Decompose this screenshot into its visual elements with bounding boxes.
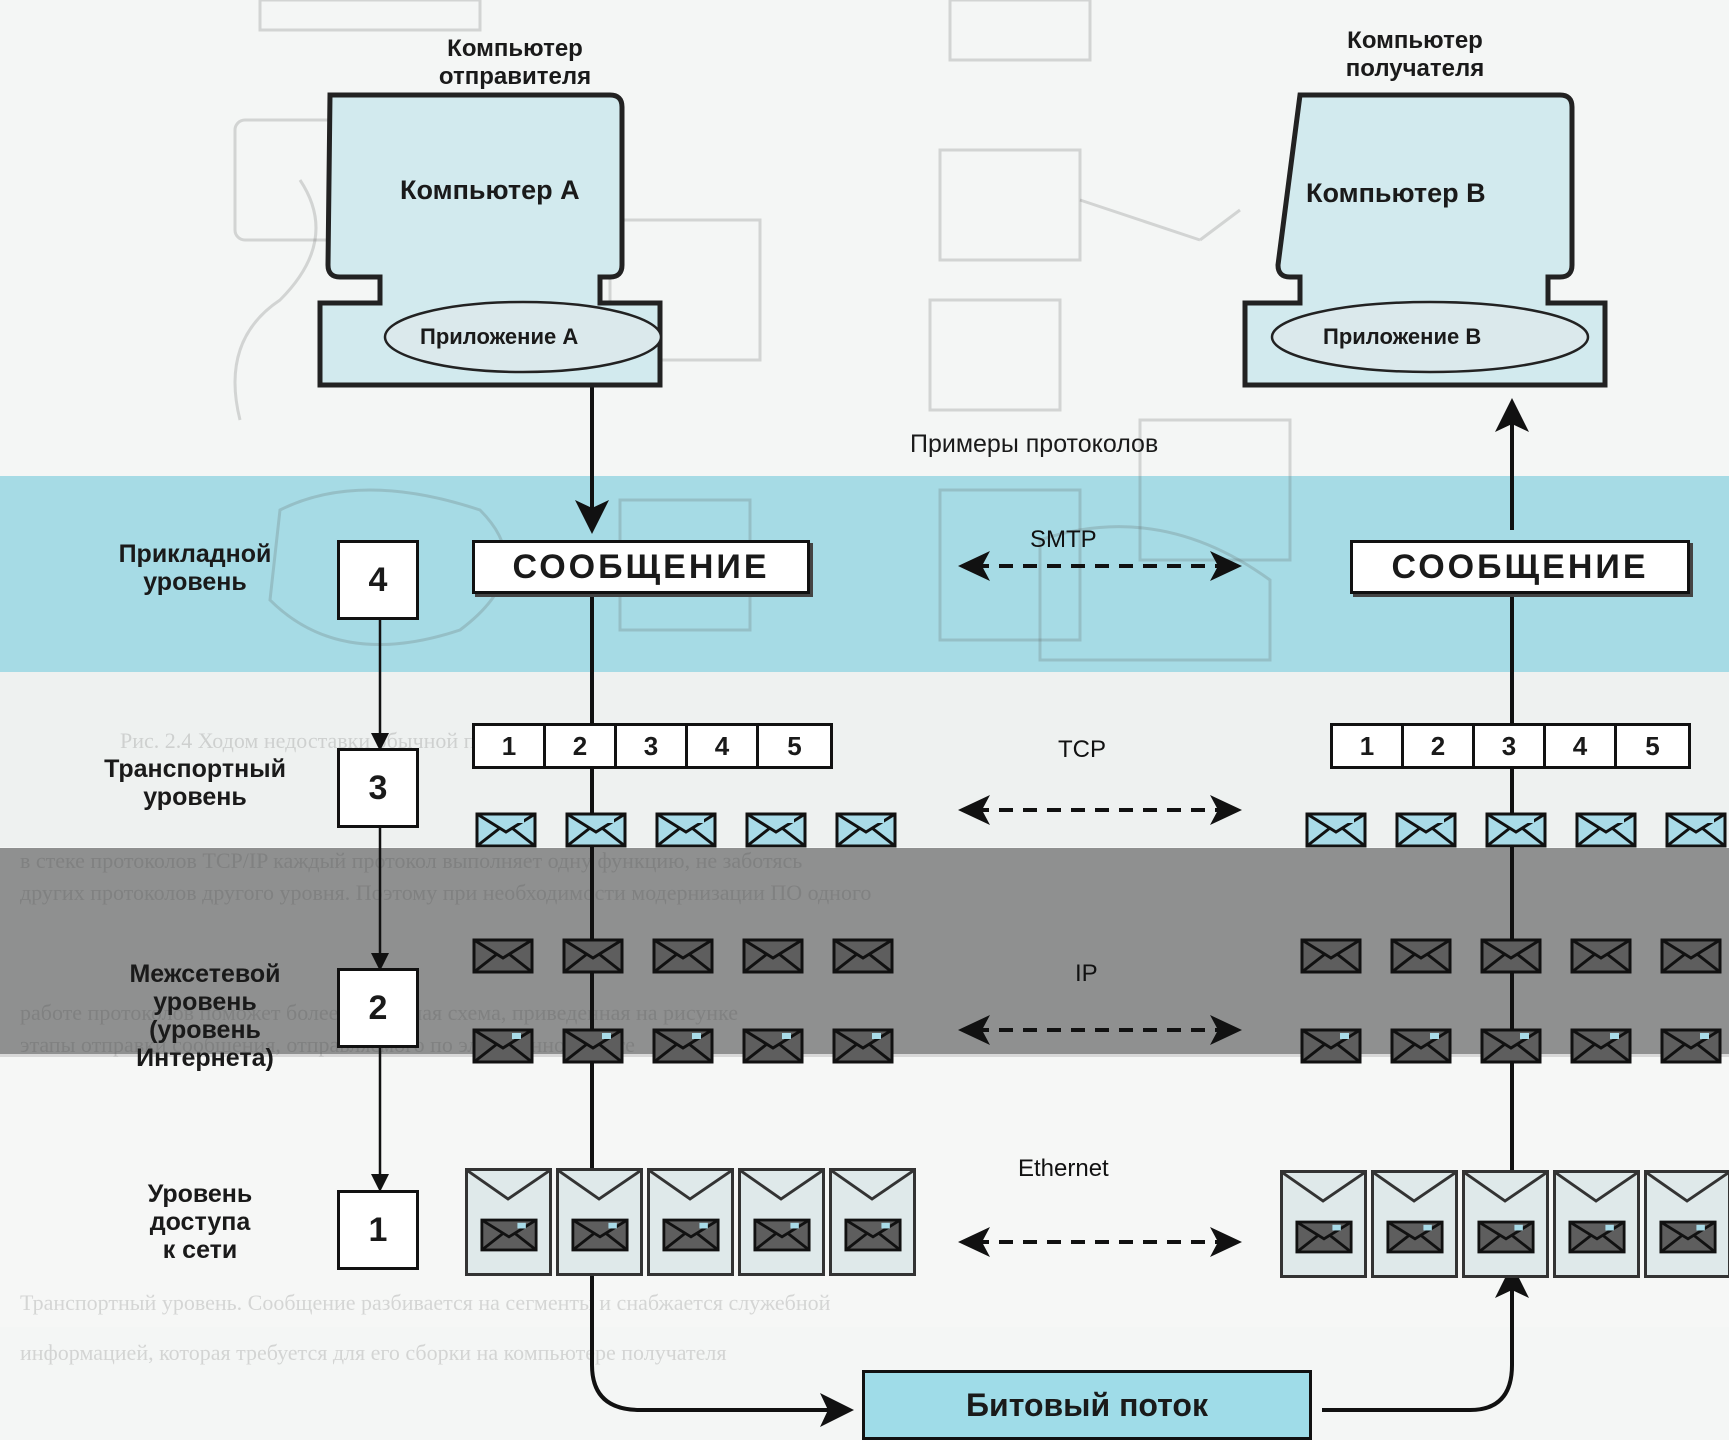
receiver-tcp-segments: 1 2 3 4 5 bbox=[1330, 723, 1691, 769]
layer-name-transport: Транспортный уровень bbox=[104, 755, 286, 811]
envelope-icon bbox=[565, 812, 627, 848]
protocol-smtp: SMTP bbox=[1030, 526, 1097, 553]
envelope-icon bbox=[472, 938, 534, 974]
receiver-message: СООБЩЕНИЕ bbox=[1350, 540, 1690, 594]
layer-name-network-access: Уровень доступа к сети bbox=[147, 1180, 253, 1264]
segment-cell: 3 bbox=[1475, 726, 1546, 766]
envelope-icon bbox=[1570, 1028, 1632, 1064]
ethernet-frame-icon bbox=[1371, 1170, 1458, 1278]
segment-cell: 2 bbox=[1404, 726, 1475, 766]
envelope-icon bbox=[1485, 812, 1547, 848]
envelope-icon bbox=[1300, 1028, 1362, 1064]
protocol-tcp: TCP bbox=[1058, 736, 1106, 763]
envelope-icon bbox=[1665, 812, 1727, 848]
receiver-tcp-envelopes bbox=[1305, 812, 1727, 848]
protocols-title: Примеры протоколов bbox=[910, 430, 1159, 458]
bleed-through-text-7: информацией, которая требуется для его с… bbox=[20, 1340, 727, 1365]
bitstream-box: Битовый поток bbox=[862, 1370, 1312, 1440]
envelope-icon bbox=[1480, 938, 1542, 974]
envelope-icon bbox=[472, 1028, 534, 1064]
protocol-ip: IP bbox=[1075, 960, 1098, 987]
ethernet-frame-icon bbox=[738, 1168, 825, 1276]
receiver-ethernet-frames bbox=[1280, 1170, 1729, 1278]
envelope-icon bbox=[1390, 1028, 1452, 1064]
segment-cell: 3 bbox=[617, 726, 688, 766]
ethernet-frame-icon bbox=[465, 1168, 552, 1276]
envelope-icon bbox=[1300, 938, 1362, 974]
envelope-icon bbox=[1660, 938, 1722, 974]
envelope-icon bbox=[832, 1028, 894, 1064]
sender-tcp-segments: 1 2 3 4 5 bbox=[472, 723, 833, 769]
bleed-through-text-3: других протоколов другого уровня. Поэтом… bbox=[20, 880, 872, 905]
sender-computer-label: Компьютер А bbox=[400, 175, 580, 205]
receiver-ip-envelopes-lower bbox=[1300, 1028, 1722, 1064]
sender-app-label: Приложение А bbox=[420, 324, 579, 349]
bleed-through-text-2: в стеке протоколов TCP/IP каждый протоко… bbox=[20, 848, 803, 873]
sender-ip-envelopes-upper bbox=[472, 938, 894, 974]
segment-cell: 5 bbox=[1645, 730, 1660, 761]
segment-cell: 4 bbox=[1546, 726, 1617, 766]
envelope-icon bbox=[562, 938, 624, 974]
ethernet-frame-icon bbox=[829, 1168, 916, 1276]
ethernet-frame-icon bbox=[556, 1168, 643, 1276]
sender-message: СООБЩЕНИЕ bbox=[472, 540, 810, 594]
envelope-icon bbox=[1305, 812, 1367, 848]
ethernet-frame-icon bbox=[1644, 1170, 1729, 1278]
envelope-icon bbox=[655, 812, 717, 848]
receiver-title: Компьютер получателя bbox=[1345, 27, 1485, 82]
envelope-icon bbox=[652, 1028, 714, 1064]
sender-ip-envelopes-lower bbox=[472, 1028, 894, 1064]
envelope-icon bbox=[1660, 1028, 1722, 1064]
envelope-icon bbox=[652, 938, 714, 974]
envelope-icon bbox=[1395, 812, 1457, 848]
segment-cell: 1 bbox=[1333, 726, 1404, 766]
protocol-ethernet: Ethernet bbox=[1018, 1155, 1109, 1182]
ethernet-frame-icon bbox=[647, 1168, 734, 1276]
envelope-icon bbox=[1390, 938, 1452, 974]
layer-number-2: 2 bbox=[337, 968, 419, 1048]
segment-cell: 1 bbox=[475, 726, 546, 766]
envelope-icon bbox=[835, 812, 897, 848]
segment-cell: 5 bbox=[787, 730, 802, 761]
ethernet-frame-icon bbox=[1462, 1170, 1549, 1278]
envelope-icon bbox=[1570, 938, 1632, 974]
ethernet-frame-icon bbox=[1553, 1170, 1640, 1278]
receiver-computer-label: Компьютер В bbox=[1306, 178, 1486, 208]
layer-name-application: Прикладной уровень bbox=[118, 540, 272, 596]
segment-cell: 4 bbox=[688, 726, 759, 766]
envelope-icon bbox=[1480, 1028, 1542, 1064]
envelope-icon bbox=[742, 1028, 804, 1064]
envelope-icon bbox=[745, 812, 807, 848]
envelope-icon bbox=[562, 1028, 624, 1064]
envelope-icon bbox=[1575, 812, 1637, 848]
envelope-icon bbox=[475, 812, 537, 848]
receiver-ip-envelopes-upper bbox=[1300, 938, 1722, 974]
layer-number-3: 3 bbox=[337, 748, 419, 828]
layer-name-internet: Межсетевой уровень (уровень Интернета) bbox=[129, 960, 281, 1072]
sender-tcp-envelopes bbox=[475, 812, 897, 848]
bleed-through-text-6: Транспортный уровень. Сообщение разбивае… bbox=[20, 1290, 831, 1315]
receiver-app-label: Приложение В bbox=[1323, 324, 1482, 349]
envelope-icon bbox=[832, 938, 894, 974]
ethernet-frame-icon bbox=[1280, 1170, 1367, 1278]
segment-cell: 2 bbox=[546, 726, 617, 766]
layer-number-4: 4 bbox=[337, 540, 419, 620]
layer-number-1: 1 bbox=[337, 1190, 419, 1270]
sender-title: Компьютер отправителя bbox=[438, 35, 592, 90]
envelope-icon bbox=[742, 938, 804, 974]
sender-ethernet-frames bbox=[465, 1168, 916, 1276]
